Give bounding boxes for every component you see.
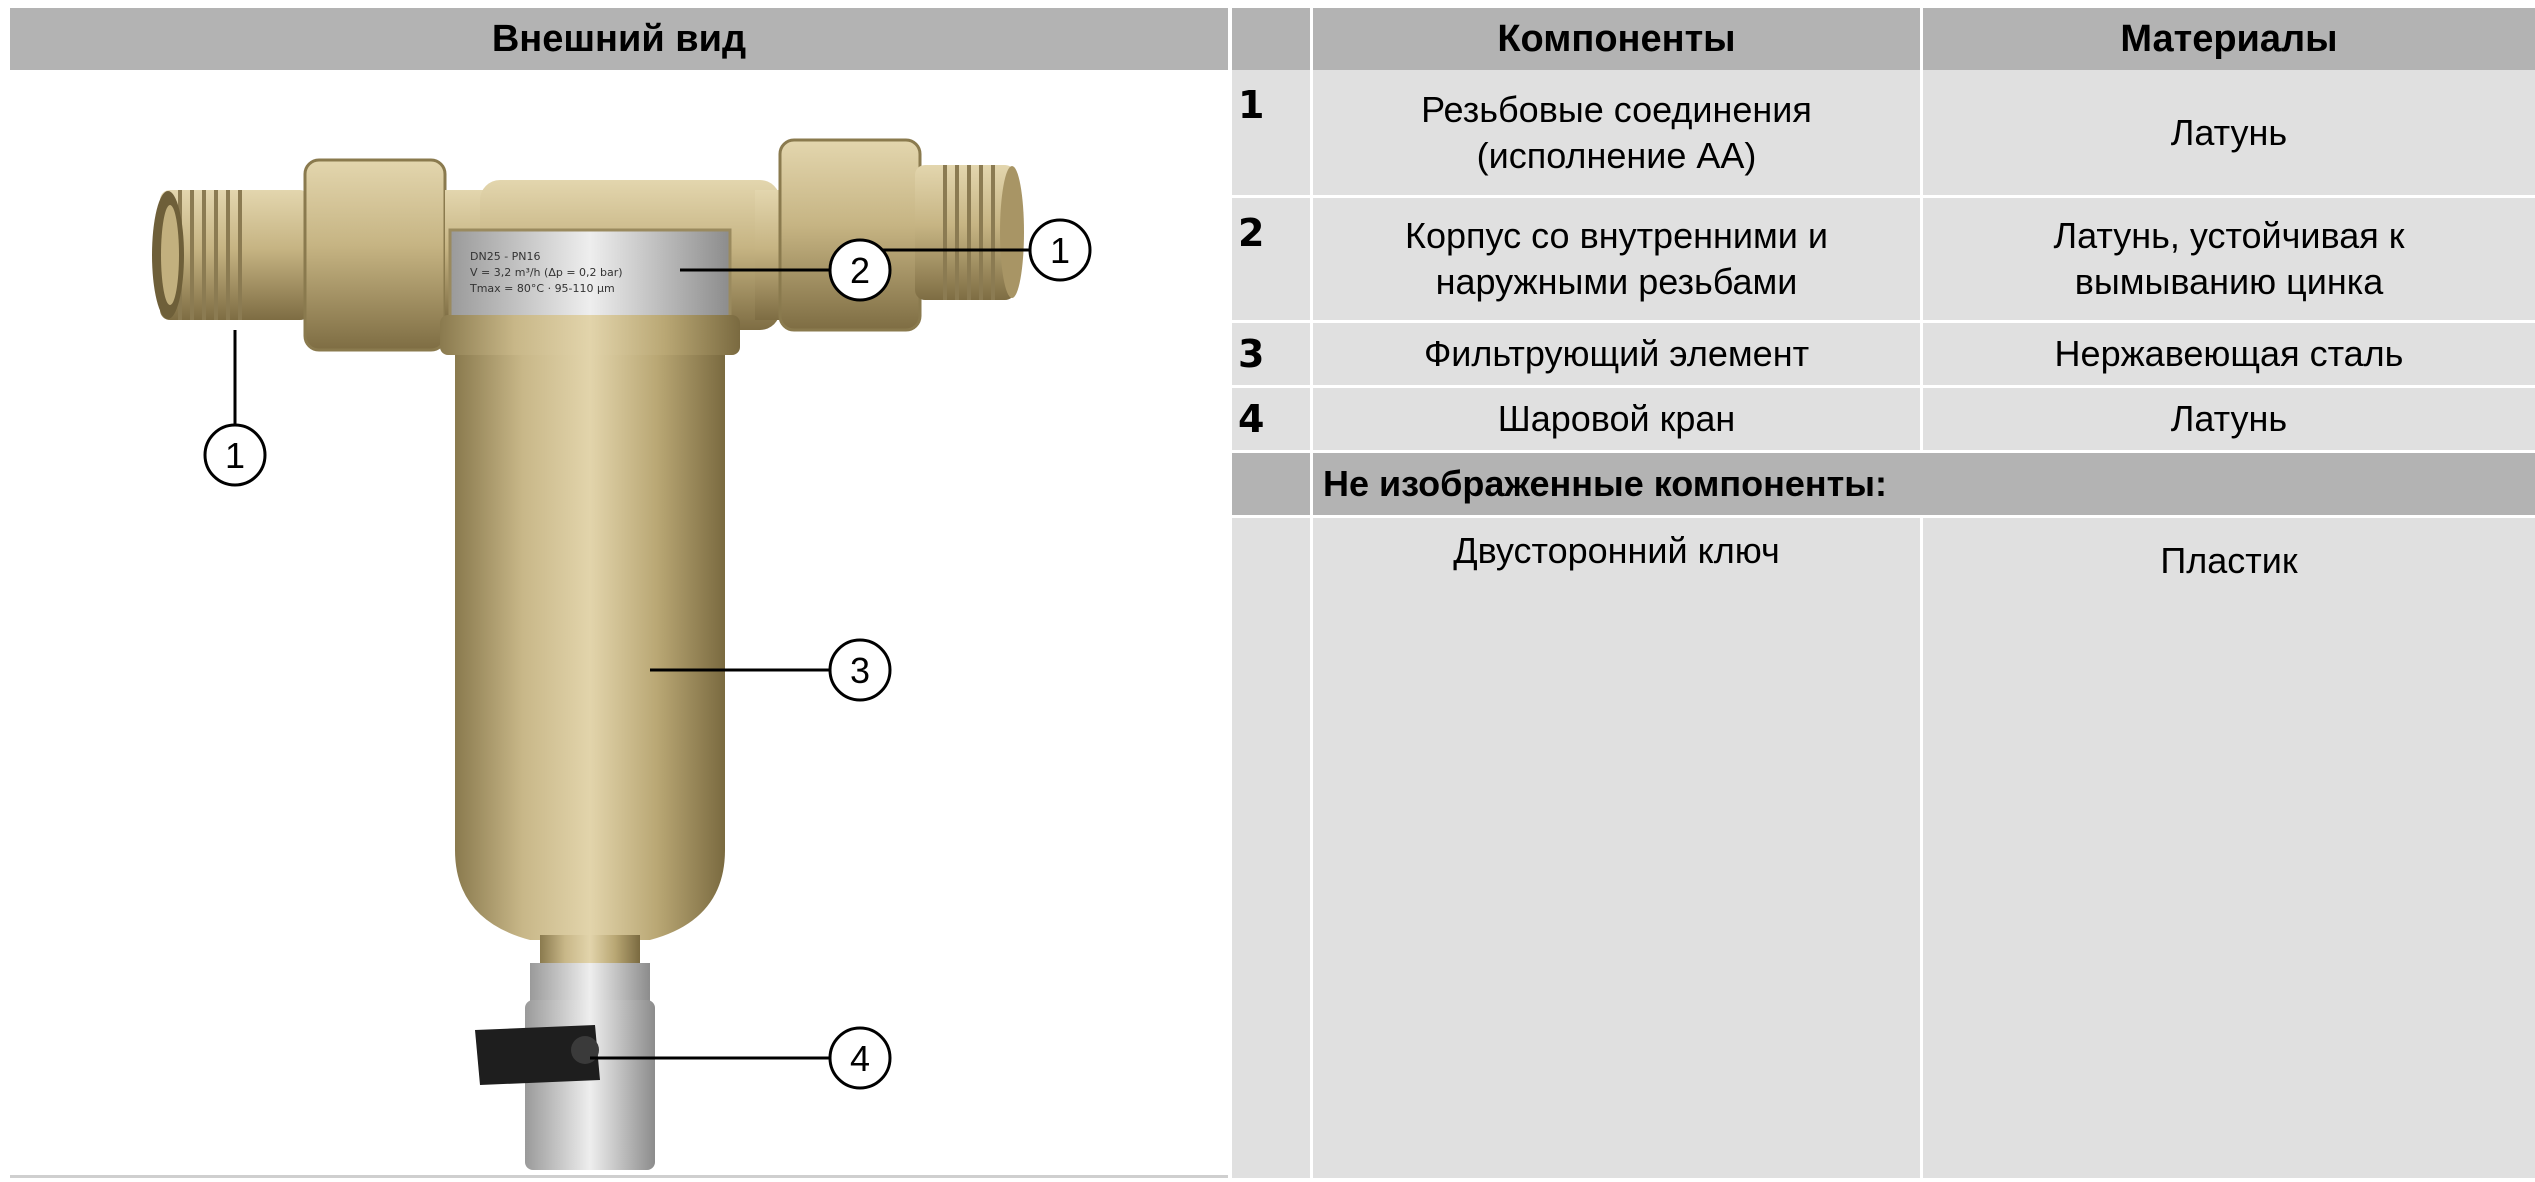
appearance-header: Внешний вид — [10, 8, 1228, 70]
component-cell: Резьбовые соединения(исполнение АА) — [1313, 70, 1923, 195]
right-threaded-connector — [915, 165, 1015, 300]
components-materials-table: Компоненты Материалы 1 Резьбовые соедине… — [1232, 8, 2535, 1178]
svg-text:3: 3 — [850, 650, 870, 691]
right-thread-lines — [943, 165, 995, 300]
material-cell: Латунь — [2170, 111, 2288, 153]
component-cell: Двусторонний ключ — [1313, 518, 1923, 1178]
table-row: 4 Шаровой кран Латунь — [1232, 388, 2535, 450]
table-row: 1 Резьбовые соединения(исполнение АА) Ла… — [1232, 70, 2535, 195]
callout-1-right: 1 — [1028, 218, 1092, 282]
left-union-nut — [303, 158, 447, 352]
filter-housing: DN25 - PN16 V = 3,2 m³/h (Δp = 0,2 bar) … — [440, 228, 740, 965]
left-threaded-connector — [160, 190, 310, 320]
table-header-row: Компоненты Материалы — [1232, 8, 2535, 70]
filter-bowl — [455, 355, 725, 940]
row-number: 1 — [1232, 70, 1313, 195]
material-cell: Латунь — [2170, 398, 2288, 439]
row-number: 3 — [1232, 323, 1313, 385]
filter-illustration-panel: DN25 - PN16 V = 3,2 m³/h (Δp = 0,2 bar) … — [10, 70, 1228, 1178]
header-components: Компоненты — [1313, 8, 1923, 70]
component-cell: Шаровой кран — [1313, 388, 1923, 450]
right-union-nut — [778, 138, 922, 332]
callout-1-left: 1 — [203, 423, 267, 487]
housing-ring — [440, 315, 740, 355]
svg-text:1: 1 — [225, 435, 245, 476]
housing-label-band — [448, 228, 732, 322]
svg-text:1: 1 — [1050, 230, 1070, 271]
row-number: 2 — [1232, 198, 1313, 320]
callout-3: 3 — [828, 638, 892, 702]
row-number: 4 — [1232, 388, 1313, 450]
table-row: Двусторонний ключ Пластик — [1232, 518, 2535, 1178]
ball-valve — [475, 963, 655, 1170]
label-plate-line-3: Tmax = 80°C · 95-110 μm — [469, 282, 615, 295]
svg-text:4: 4 — [850, 1038, 870, 1079]
callout-4: 4 — [828, 1026, 892, 1090]
material-cell: Нержавеющая сталь — [2054, 333, 2404, 374]
subheader-title: Не изображенные компоненты: — [1323, 463, 1888, 504]
material-cell: Пластик — [2160, 540, 2298, 581]
header-materials: Материалы — [2120, 18, 2338, 60]
component-cell: Фильтрующий элемент — [1313, 323, 1923, 385]
label-plate-line-1: DN25 - PN16 — [470, 250, 541, 263]
callout-2: 2 — [828, 238, 892, 302]
not-shown-components-subheader: Не изображенные компоненты: — [1232, 453, 2535, 515]
table-row: 3 Фильтрующий элемент Нержавеющая сталь — [1232, 323, 2535, 385]
water-filter-illustration: DN25 - PN16 V = 3,2 m³/h (Δp = 0,2 bar) … — [152, 138, 1092, 1170]
svg-text:2: 2 — [850, 250, 870, 291]
label-plate-line-2: V = 3,2 m³/h (Δp = 0,2 bar) — [470, 266, 623, 279]
valve-handle — [475, 1025, 600, 1085]
header-num — [1232, 8, 1313, 70]
